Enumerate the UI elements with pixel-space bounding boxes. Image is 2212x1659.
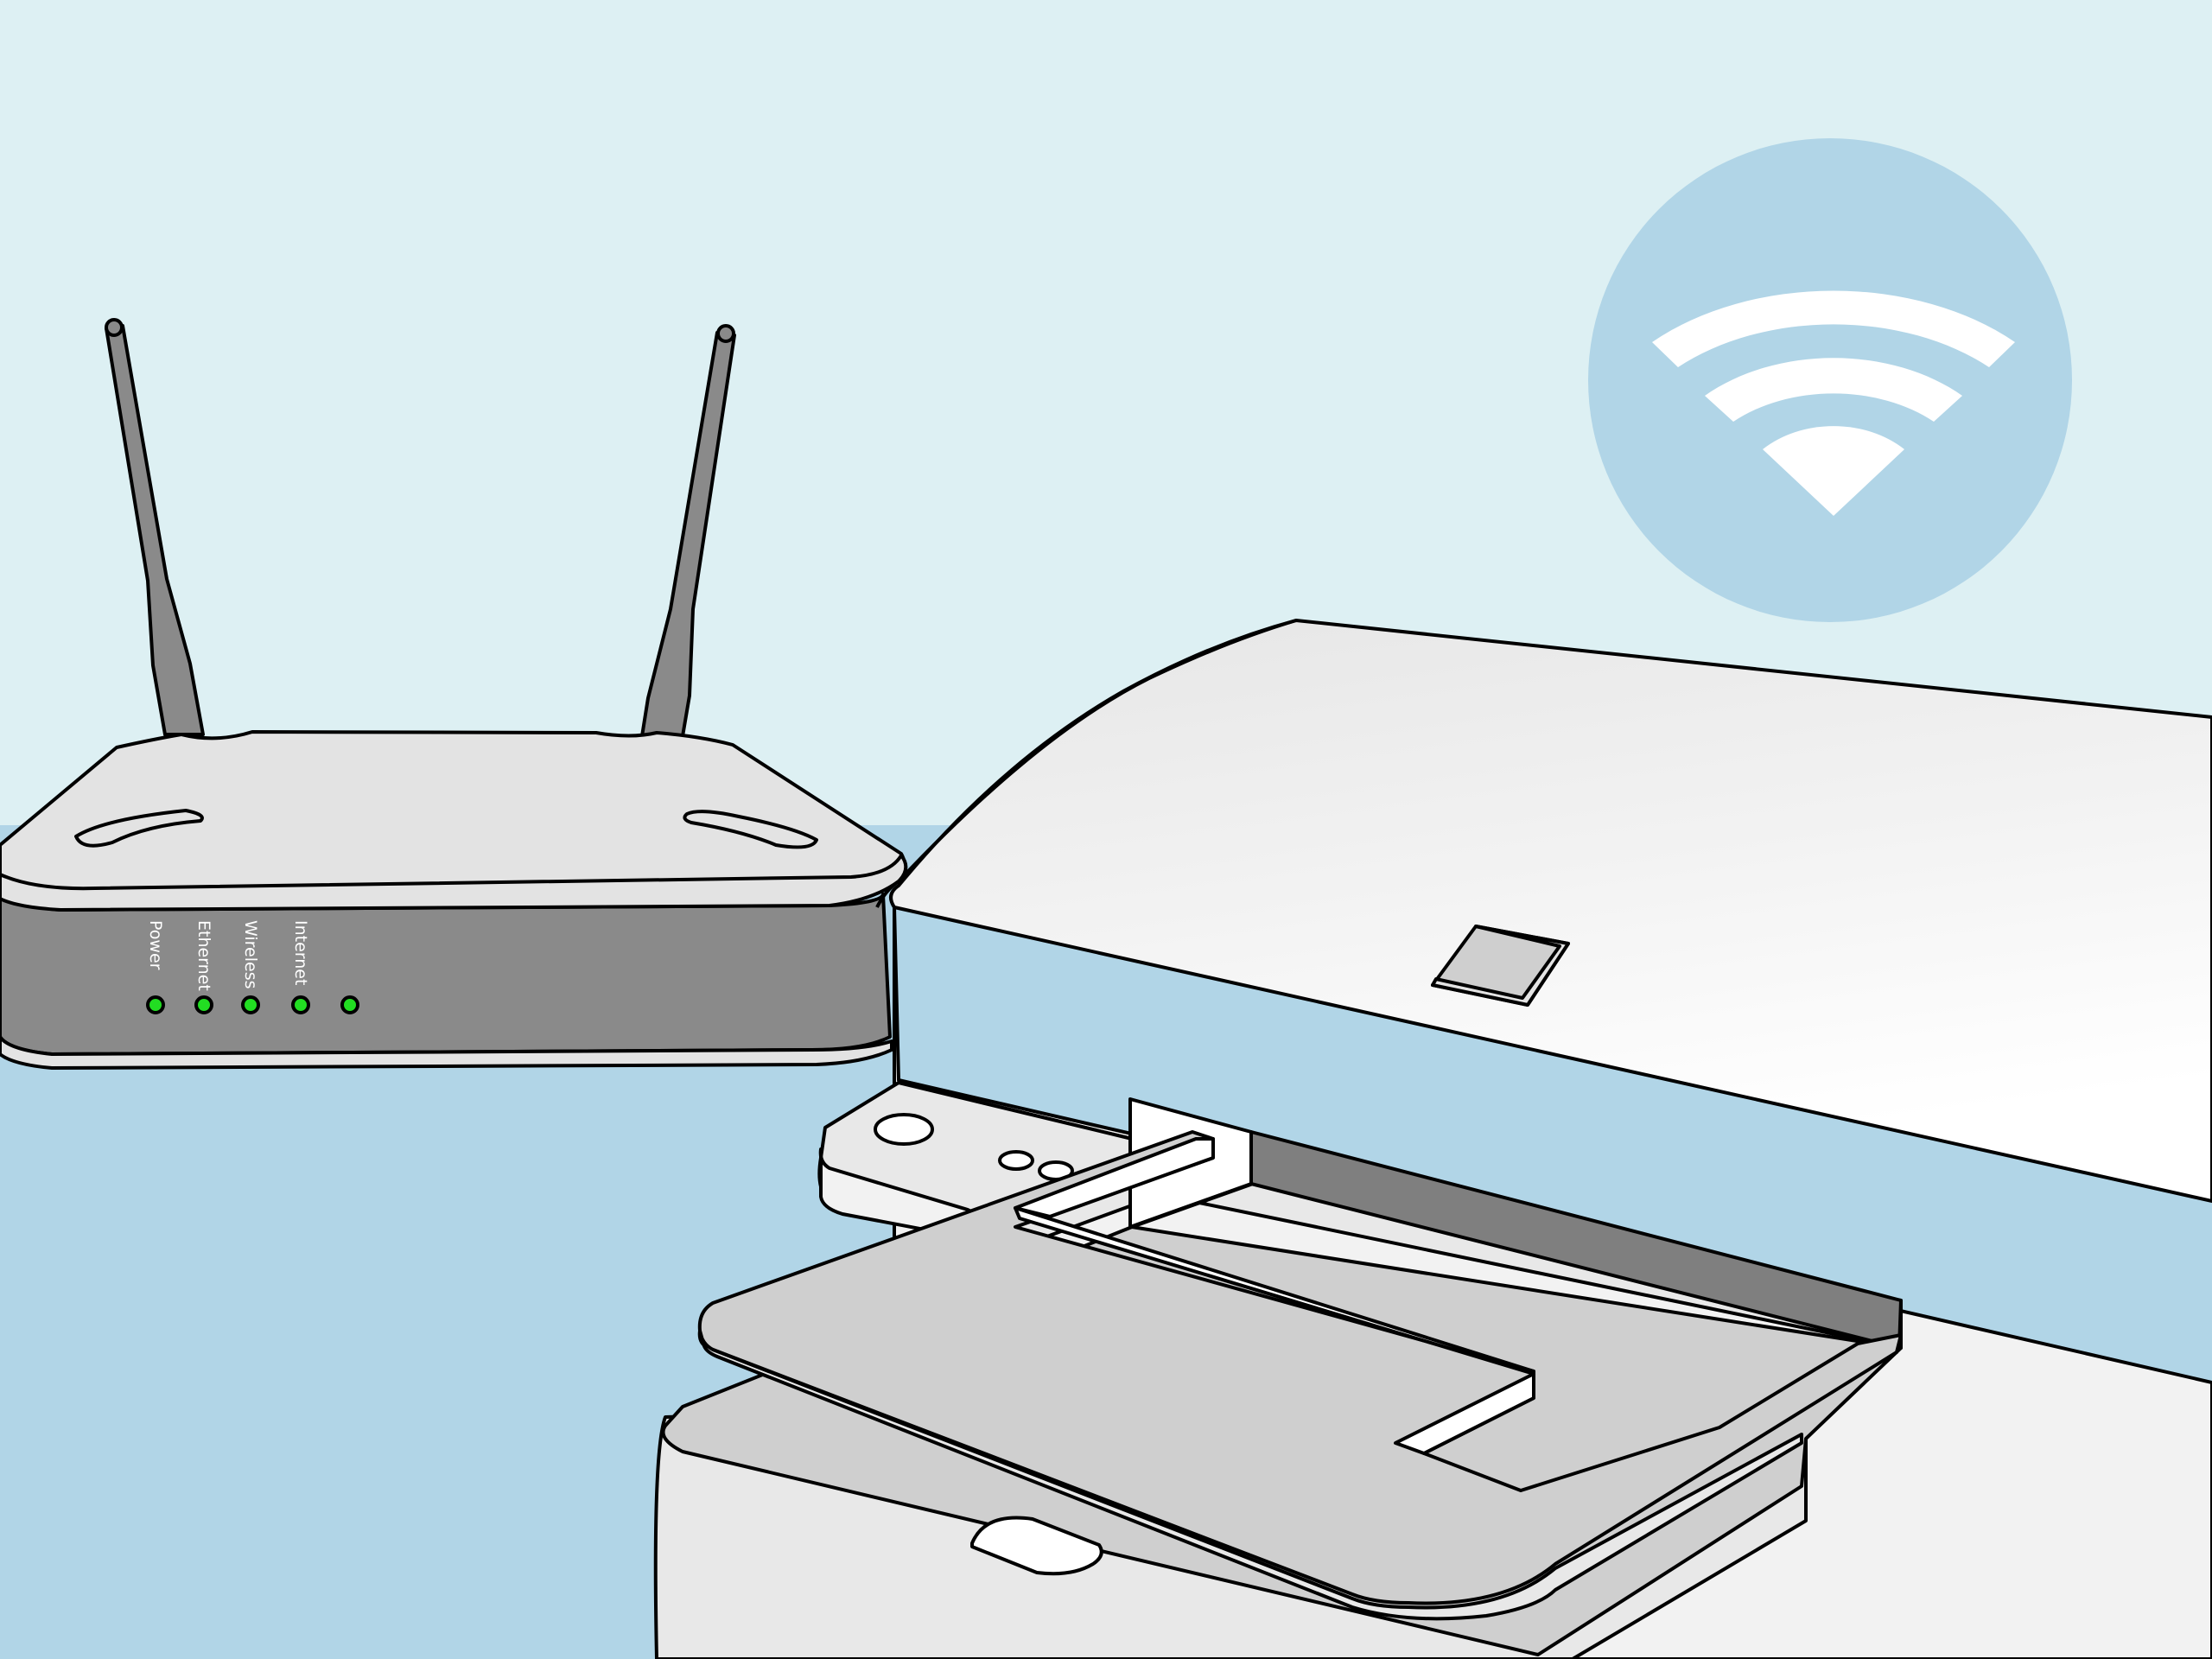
router-vent-right bbox=[683, 810, 818, 849]
router-front-panel bbox=[0, 888, 892, 1056]
router-led-ethernet: Ethernet bbox=[194, 920, 213, 1014]
router-led-power: Power bbox=[146, 920, 165, 1014]
router-vent-left bbox=[74, 809, 204, 848]
router-led-wireless-light bbox=[241, 995, 260, 1014]
wifi-icon bbox=[1652, 290, 2015, 516]
printer-tray-handle[interactable] bbox=[970, 1516, 1103, 1576]
router-led-power-light bbox=[146, 995, 165, 1014]
router-led-group: Power Ethernet Wireless Internet bbox=[146, 920, 359, 1014]
router-led-internet-light bbox=[291, 995, 310, 1014]
printer-button-1[interactable] bbox=[998, 1150, 1034, 1171]
router-led-label-internet: Internet bbox=[291, 920, 310, 985]
router-led-label-wireless: Wireless bbox=[241, 920, 260, 989]
router-base-lip bbox=[0, 1035, 893, 1070]
router-led-extra bbox=[340, 995, 359, 1014]
router-led-wireless: Wireless bbox=[241, 920, 260, 1014]
printer bbox=[653, 619, 2212, 1659]
printer-output-tray-lip bbox=[698, 1329, 1803, 1621]
router-led-label-ethernet: Ethernet bbox=[194, 920, 213, 991]
printer-lid-button-face bbox=[1431, 925, 1570, 1007]
printer-power-button[interactable] bbox=[874, 1113, 934, 1146]
router bbox=[0, 318, 908, 1070]
router-led-ethernet-light bbox=[194, 995, 213, 1014]
router-antenna-left-tip bbox=[105, 318, 124, 337]
router-led-internet: Internet bbox=[291, 920, 310, 1014]
printer-lid-edge bbox=[875, 619, 1297, 908]
printer-output-tray-guide bbox=[1014, 1137, 1215, 1218]
wifi-badge bbox=[1588, 138, 2072, 622]
router-rim bbox=[0, 854, 908, 912]
router-led-extra-light bbox=[340, 995, 359, 1014]
router-antenna-right-tip bbox=[716, 324, 735, 343]
printer-output-tray-extension bbox=[1014, 1206, 1535, 1455]
router-led-label-power: Power bbox=[146, 920, 165, 970]
router-antenna-left bbox=[105, 324, 205, 736]
